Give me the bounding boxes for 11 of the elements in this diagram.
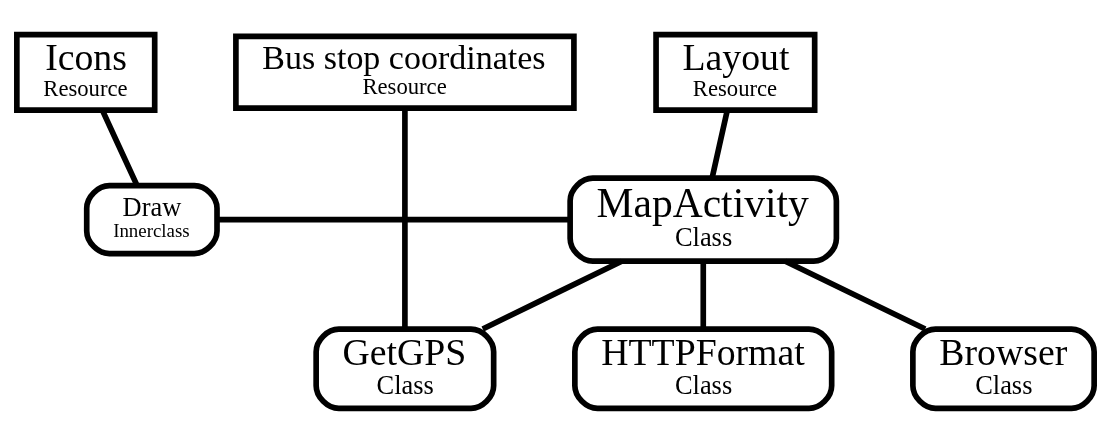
node-box: Draw Innerclass [83, 182, 220, 256]
node-box: Layout Resource [653, 31, 818, 113]
node-box: Bus stop coordinates Resource [233, 33, 577, 111]
node-box: HTTPFormat Class [572, 325, 835, 411]
node-box: Icons Resource [14, 31, 158, 113]
node-box: MapActivity Class [567, 174, 840, 264]
node-box: Browser Class [910, 325, 1097, 411]
connector [217, 216, 570, 222]
connector [784, 258, 927, 331]
node-box: GetGPS Class [313, 325, 497, 411]
connector [481, 258, 623, 331]
